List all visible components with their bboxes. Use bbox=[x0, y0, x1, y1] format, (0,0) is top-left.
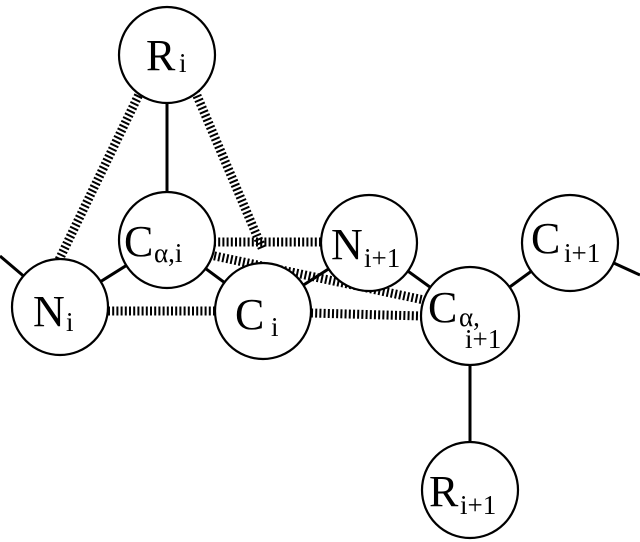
atom-ca-ip1-label: C bbox=[428, 283, 457, 332]
atom-r-ip1-label: R bbox=[429, 467, 459, 516]
atom-r-ip1-subscript: i+1 bbox=[460, 490, 496, 520]
atom-n-i-label: N bbox=[33, 287, 65, 336]
atom-c-ip1-subscript: i+1 bbox=[564, 238, 600, 268]
hatch-r-i-c-i bbox=[187, 82, 268, 252]
hatch-ca-i-ca-ip1 bbox=[209, 250, 425, 305]
atom-n-i: N i bbox=[10, 257, 110, 357]
atom-r-i-label: R bbox=[146, 31, 176, 80]
atom-ca-ip1-subscript: α, bbox=[459, 302, 480, 332]
atom-n-ip1-subscript: i+1 bbox=[364, 243, 400, 273]
atom-ca-i: C α,i bbox=[117, 190, 217, 290]
atom-c-i-label: C bbox=[235, 290, 264, 339]
atom-c-i: C i bbox=[213, 261, 313, 361]
atom-n-ip1-label: N bbox=[331, 220, 363, 269]
atom-n-i-subscript: i bbox=[66, 307, 74, 337]
atom-c-i-subscript: i bbox=[271, 312, 279, 342]
atom-c-ip1: C i+1 bbox=[520, 193, 620, 293]
hatched-lines bbox=[53, 82, 425, 321]
atom-r-i: R i bbox=[117, 5, 217, 105]
hatch-c-i-ca-ip1 bbox=[310, 308, 423, 321]
atom-c-ip1-label: C bbox=[531, 214, 560, 263]
atom-r-ip1: R i+1 bbox=[420, 440, 520, 540]
atom-ca-ip1: C α, i+1 bbox=[419, 265, 521, 367]
atom-r-i-subscript: i bbox=[179, 48, 187, 78]
atom-ca-i-subscript: α,i bbox=[154, 238, 182, 268]
atom-ca-i-label: C bbox=[124, 217, 153, 266]
hatch-r-i-n-i bbox=[53, 82, 149, 264]
atom-n-ip1: N i+1 bbox=[319, 193, 419, 293]
atom-ca-ip1-subscript-line2: i+1 bbox=[465, 324, 501, 354]
